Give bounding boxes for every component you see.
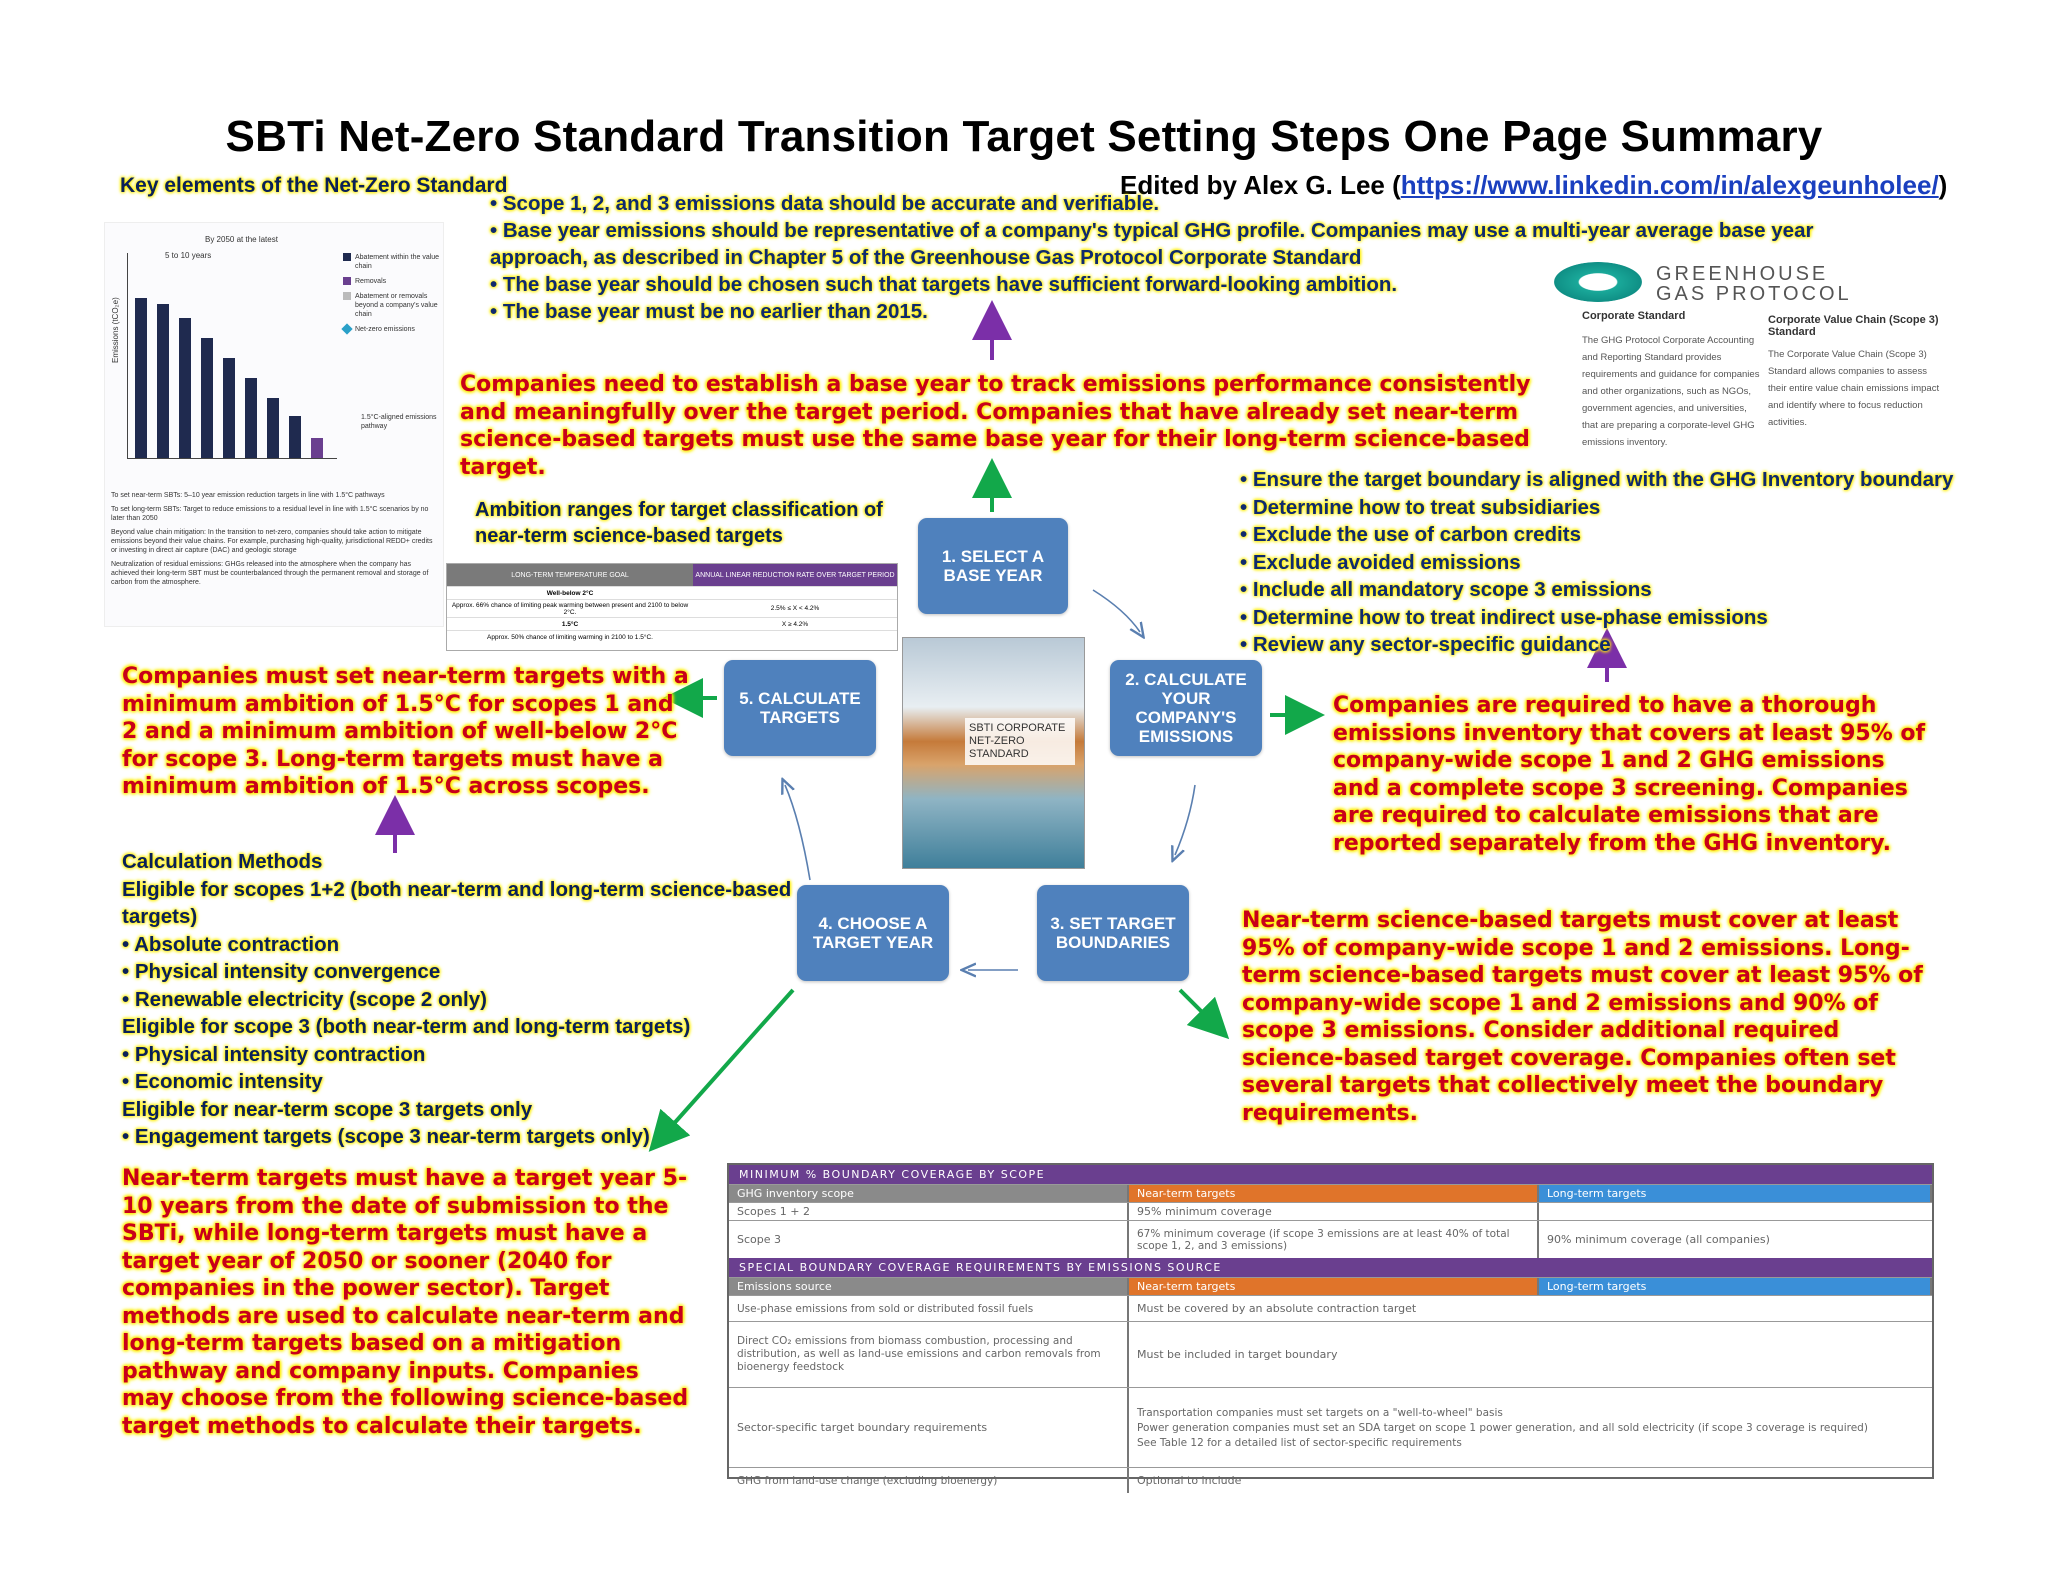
- calc-group-1: Eligible for scopes 1+2 (both near-term …: [122, 877, 792, 929]
- list-item: Ensure the target boundary is aligned wi…: [1240, 466, 1960, 494]
- base-year-text: Companies need to establish a base year …: [460, 372, 1531, 480]
- key-elements-heading: Key elements of the Net-Zero Standard: [120, 174, 508, 197]
- cycle-arrow-1-2: [1092, 589, 1140, 632]
- figure-axis-label: Emissions (tCO₂e): [111, 297, 120, 363]
- calc-methods: Calculation Methods Eligible for scopes …: [122, 848, 842, 1151]
- ghg-left-text: The GHG Protocol Corporate Accounting an…: [1582, 335, 1760, 448]
- figure-bars: [135, 258, 335, 458]
- coverage-heading-2: SPECIAL BOUNDARY COVERAGE REQUIREMENTS B…: [729, 1258, 1932, 1277]
- emissions-text: Companies are required to have a thoroug…: [1333, 693, 1926, 856]
- col-scope: GHG inventory scope: [729, 1185, 1129, 1202]
- emissions-bullets: Ensure the target boundary is aligned wi…: [1240, 466, 1960, 659]
- list-item: Absolute contraction: [122, 931, 842, 959]
- edited-suffix: ): [1938, 170, 1948, 200]
- figure-notes: To set near-term SBTs: 5–10 year emissio…: [111, 492, 433, 586]
- list-item: Determine how to treat indirect use-phas…: [1240, 604, 1960, 632]
- calc-methods-heading: Calculation Methods: [122, 850, 323, 873]
- step-calculate-emissions[interactable]: 2. CALCULATE YOUR COMPANY'S EMISSIONS: [1110, 660, 1262, 756]
- cover-title: SBTI CORPORATE NET-ZERO STANDARD: [965, 718, 1075, 765]
- col-long: Long-term targets: [1539, 1185, 1932, 1202]
- list-item: Engagement targets (scope 3 near-term ta…: [122, 1123, 842, 1151]
- list-item: Determine how to treat subsidiaries: [1240, 494, 1960, 522]
- figure-years: 5 to 10 years: [165, 251, 212, 260]
- net-zero-figure: Emissions (tCO₂e) By 2050 at the latest …: [104, 222, 444, 627]
- green-arrow-down-right-step3: [1178, 988, 1230, 1040]
- step-select-base-year[interactable]: 1. SELECT A BASE YEAR: [918, 518, 1068, 614]
- step-calculate-targets[interactable]: 5. CALCULATE TARGETS: [724, 660, 876, 756]
- coverage-table: MINIMUM % BOUNDARY COVERAGE BY SCOPE GHG…: [727, 1163, 1934, 1493]
- coverage-heading-1: MINIMUM % BOUNDARY COVERAGE BY SCOPE: [729, 1165, 1932, 1184]
- figure-by-2050: By 2050 at the latest: [205, 235, 278, 244]
- calc-group-2: Eligible for scope 3 (both near-term and…: [122, 1015, 691, 1038]
- calc-targets-text: Companies must set near-term targets wit…: [122, 664, 689, 799]
- list-item: Physical intensity contraction: [122, 1041, 842, 1069]
- list-item: Base year emissions should be representa…: [490, 217, 1850, 271]
- list-item: Include all mandatory scope 3 emissions: [1240, 576, 1960, 604]
- list-item: The base year must be no earlier than 20…: [490, 298, 1850, 325]
- list-item: Review any sector-specific guidance: [1240, 631, 1960, 659]
- ghg-left-heading: Corporate Standard: [1582, 310, 1686, 322]
- list-item: Economic intensity: [122, 1068, 842, 1096]
- ghg-right-heading: Corporate Value Chain (Scope 3) Standard: [1768, 314, 1939, 338]
- ambition-heading: Ambition ranges for target classificatio…: [475, 499, 883, 547]
- calc-group-3: Eligible for near-term scope 3 targets o…: [122, 1097, 533, 1121]
- ghg-logo-icon: [1554, 262, 1642, 302]
- target-year-text: Near-term targets must have a target yea…: [122, 1166, 689, 1439]
- list-item: Physical intensity convergence: [122, 958, 842, 986]
- list-item: The base year should be chosen such that…: [490, 271, 1850, 298]
- figure-pathway: 1.5°C-aligned emissions pathway: [361, 414, 437, 430]
- step-set-target-boundaries[interactable]: 3. SET TARGET BOUNDARIES: [1037, 885, 1189, 981]
- list-item: Exclude avoided emissions: [1240, 549, 1960, 577]
- col-near: Near-term targets: [1129, 1185, 1539, 1202]
- figure-legend: Abatement within the value chain Removal…: [341, 253, 443, 335]
- ghg-right-text: The Corporate Value Chain (Scope 3) Stan…: [1768, 349, 1940, 428]
- base-year-bullets: Scope 1, 2, and 3 emissions data should …: [490, 190, 1850, 325]
- cycle-arrow-2-3: [1175, 784, 1196, 855]
- page-title: SBTi Net-Zero Standard Transition Target…: [225, 112, 1823, 161]
- list-item: Scope 1, 2, and 3 emissions data should …: [490, 190, 1850, 217]
- list-item: Renewable electricity (scope 2 only): [122, 986, 842, 1014]
- boundary-text: Near-term science-based targets must cov…: [1242, 908, 1923, 1126]
- standard-cover-image: SBTI CORPORATE NET-ZERO STANDARD: [902, 637, 1085, 869]
- list-item: Exclude the use of carbon credits: [1240, 521, 1960, 549]
